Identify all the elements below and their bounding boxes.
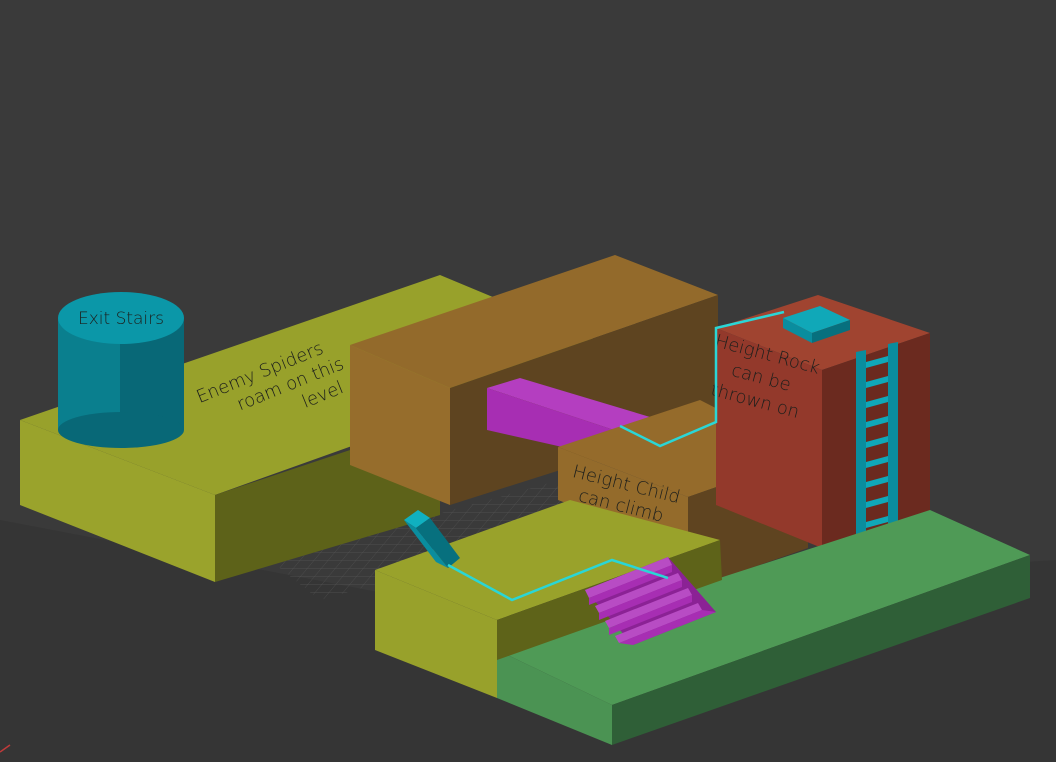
axis-gizmo [0,744,11,753]
throwable-rock[interactable] [783,306,850,343]
throwable-rock-top [783,306,850,333]
lever-block-top [404,510,430,528]
spider-platform-left [20,420,215,582]
lever-block-front [404,520,448,568]
exit-stairs-top [58,292,184,344]
exit-stairs-label: Exit Stairs [78,309,164,329]
start-platform-top [375,500,720,620]
lever-block-side [416,518,460,568]
green-ground-top [497,510,1030,705]
ladder-rail-left [856,350,866,538]
magenta-stairs[interactable] [585,557,716,645]
exit-stairs[interactable]: Exit Stairs [58,292,184,448]
ladder-rail-right [888,342,898,528]
rock-tower-front [716,328,822,548]
stairs-steps [585,557,716,645]
green-ground-side [612,555,1030,745]
brown-wall-top [350,255,718,388]
lever-block[interactable] [404,510,460,568]
magenta-beam-top [487,378,660,432]
brown-wall-front [350,345,450,505]
ladder-rungs [866,356,888,528]
green-ground-front [497,650,612,745]
throwable-rock-side [812,320,850,343]
throwable-rock-front [783,318,812,343]
climb-path-lower [447,558,669,602]
climb-path-upper [619,310,785,448]
start-platform-front [375,570,497,698]
exit-stairs-bottom [58,412,184,448]
ladder[interactable] [856,342,898,538]
green-ground[interactable] [497,510,1030,745]
